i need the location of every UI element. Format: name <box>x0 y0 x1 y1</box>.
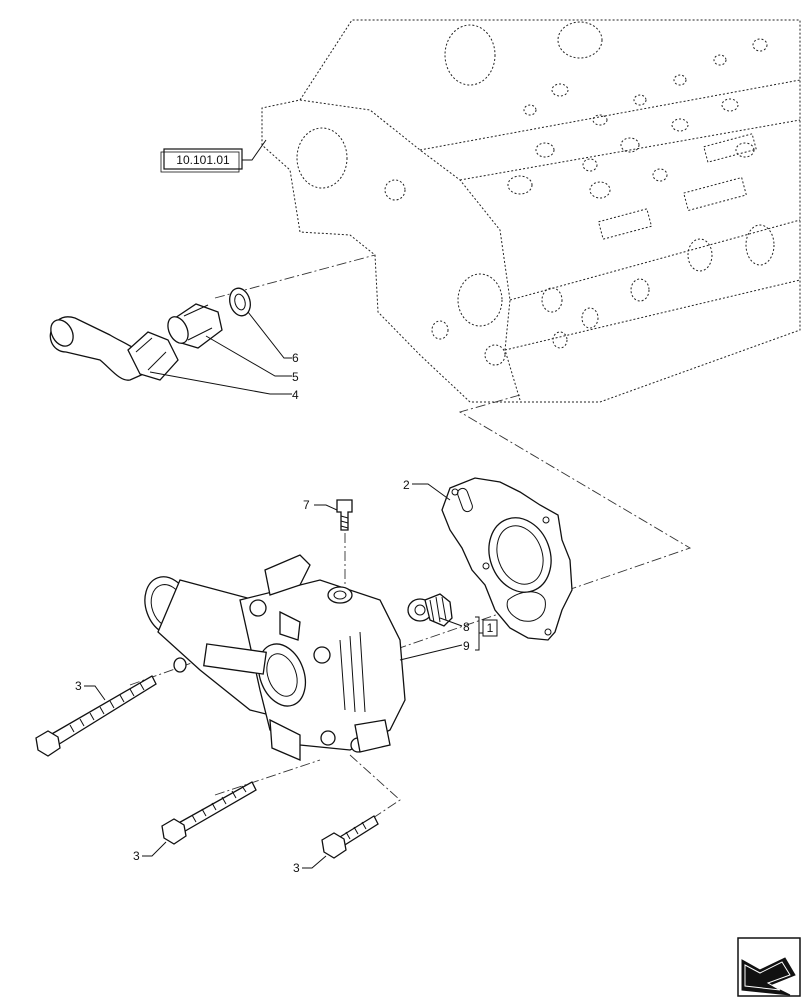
centerline-housing <box>329 394 692 673</box>
kit-box[interactable]: 1 <box>482 619 498 637</box>
centerline-bolt-right <box>349 754 401 821</box>
gasket[interactable] <box>441 477 573 641</box>
leader-2 <box>412 483 451 501</box>
bolt[interactable] <box>35 675 157 757</box>
callout-7: 7 <box>303 498 310 512</box>
kit-bracket <box>475 616 480 651</box>
callout-9: 9 <box>463 639 470 653</box>
leader-9 <box>399 644 463 661</box>
engine-block-ghost <box>261 19 801 403</box>
callout-5: 5 <box>292 370 299 384</box>
callout-2: 2 <box>403 478 410 492</box>
centerline-bolt-left <box>129 659 201 686</box>
leader-7 <box>314 504 338 511</box>
seal-washer[interactable] <box>227 286 254 318</box>
bolt[interactable] <box>161 781 257 845</box>
bolt[interactable] <box>321 815 379 859</box>
thermostat[interactable] <box>407 593 453 627</box>
leader-5 <box>205 335 292 377</box>
leader-3b <box>142 841 167 857</box>
leader-3c <box>302 855 327 869</box>
callout-6: 6 <box>292 351 299 365</box>
kit-box-text: 1 <box>487 621 494 635</box>
plug-stud[interactable] <box>336 499 353 531</box>
reference-leader <box>242 139 267 161</box>
navigation-arrow-icon[interactable] <box>737 937 801 997</box>
callout-3a: 3 <box>75 679 82 693</box>
leader-8 <box>439 617 463 627</box>
fitting-pipe[interactable] <box>46 316 179 381</box>
leader-6 <box>247 311 292 359</box>
leader-4 <box>149 371 292 395</box>
reference-box[interactable]: 10.101.01 <box>160 148 243 173</box>
leader-3a <box>84 685 106 701</box>
connector-nipple[interactable] <box>164 303 223 349</box>
callout-3b: 3 <box>133 849 140 863</box>
callout-8: 8 <box>463 620 470 634</box>
reference-box-text: 10.101.01 <box>176 153 230 167</box>
callout-3c: 3 <box>293 861 300 875</box>
callout-4: 4 <box>292 388 299 402</box>
centerline-bolt-mid <box>214 759 321 796</box>
thermostat-housing[interactable] <box>137 554 406 761</box>
